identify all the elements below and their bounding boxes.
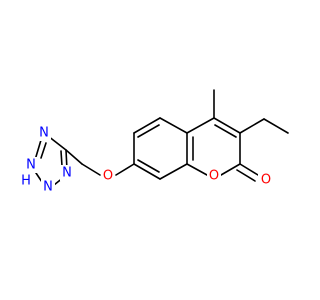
- atom-n2: N: [26, 158, 36, 173]
- atom-bg-n4: [60, 165, 74, 181]
- atom-n1: N: [39, 126, 49, 141]
- bond-o1-c8a: [186, 163, 208, 176]
- bond-ct5-n4-inner: [60, 150, 63, 167]
- bond-c4-c3: [213, 117, 241, 134]
- bond-c3-ethyl-1: [239, 118, 265, 134]
- bond-c7-c8-inner: [137, 159, 160, 173]
- bond-c7-o7: [115, 163, 135, 176]
- atom-o2: O: [261, 173, 271, 188]
- bond-c4a-c4: [186, 117, 215, 134]
- bond-c2-o1: [220, 163, 241, 176]
- bond-ch2-ct5: [65, 149, 83, 165]
- atom-o7: O: [103, 169, 113, 184]
- atom-bg-n2: [24, 157, 38, 173]
- atom-o1: O: [209, 169, 219, 184]
- bond-c4a-c5: [159, 117, 188, 134]
- bond-c4-c3-inner: [214, 124, 237, 138]
- atom-bg-n3: [41, 179, 55, 195]
- atom-bg-o1: [207, 168, 221, 182]
- atom-bg-o2: [258, 172, 272, 186]
- atom-n4: N: [62, 166, 72, 181]
- bond-c2-carbonyl-2: [236, 169, 256, 182]
- bond-c5-c6: [133, 117, 161, 134]
- atom-n3: N: [43, 180, 53, 195]
- bond-c8-c8a: [159, 163, 188, 180]
- atom-labels: O O O N N N N H: [20, 125, 272, 195]
- atom-bg-nh: [20, 173, 32, 187]
- bond-c2-carbonyl: [239, 163, 259, 176]
- molecule-structure: O O O N N N N H: [20, 89, 289, 195]
- bond-o7-ch2: [81, 163, 101, 176]
- atom-bg-o7: [101, 168, 115, 182]
- bond-ethyl-1-2: [263, 118, 289, 134]
- atom-nh-hydrogen: H: [21, 174, 31, 189]
- bond-n1-n2-inner: [40, 142, 47, 159]
- bond-n1-n2: [34, 139, 42, 161]
- bond-c5-c6-inner: [137, 124, 160, 138]
- atom-bg-n1: [37, 125, 51, 141]
- bond-c7-c8: [133, 163, 161, 180]
